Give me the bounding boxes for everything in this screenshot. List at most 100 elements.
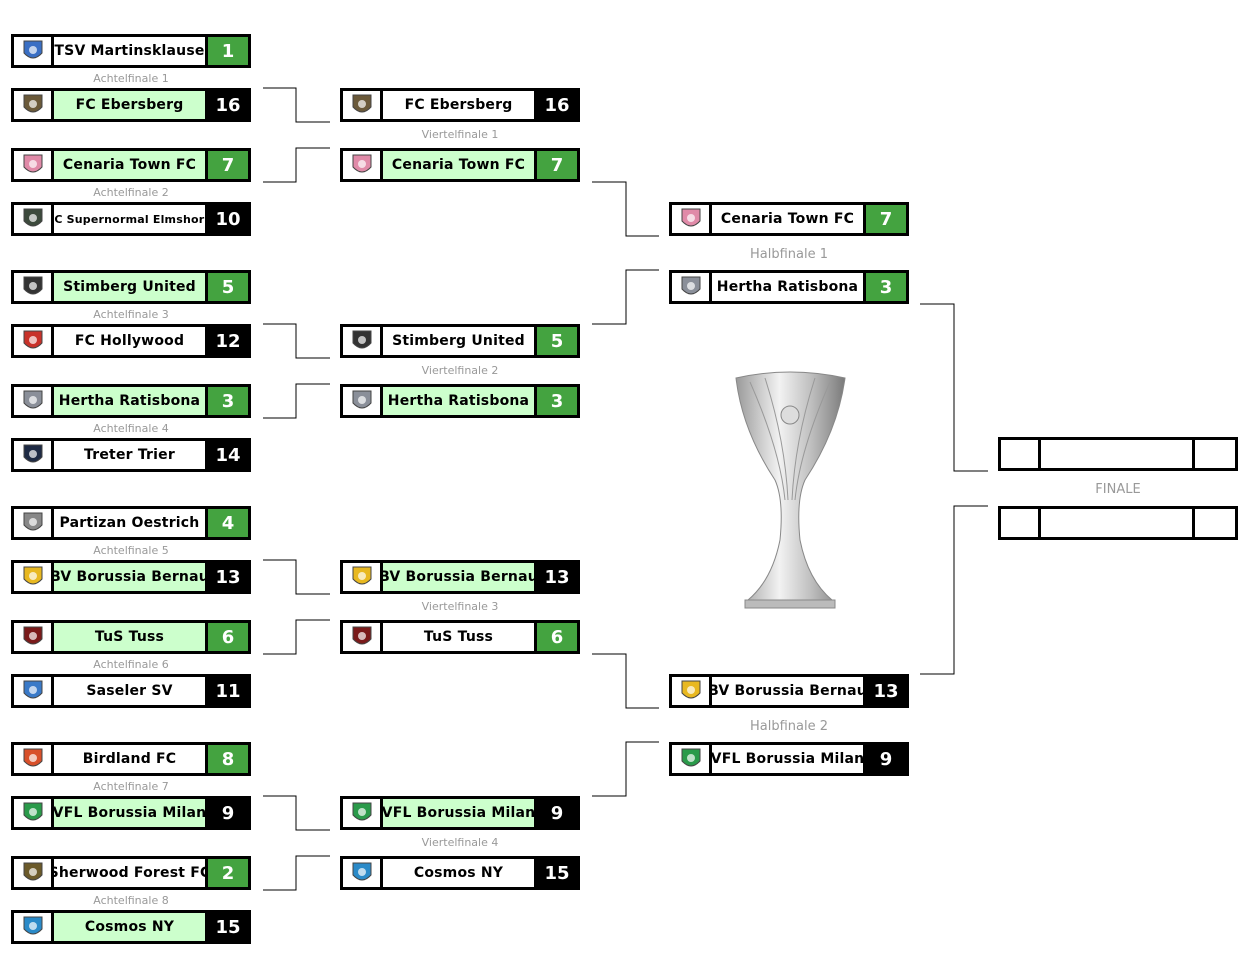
team-score: 9 [534,799,577,827]
team-logo-icon [343,387,383,415]
team-slot[interactable] [998,437,1238,471]
team-name: TuS Tuss [54,623,205,651]
team-name: Cosmos NY [54,913,205,941]
team-score: 16 [534,91,577,119]
team-name [1041,440,1192,468]
connector-line [920,505,988,675]
team-name: FC Ebersberg [54,91,205,119]
connector-line [592,269,659,325]
match-label: Achtelfinale 4 [93,422,169,435]
team-score: 9 [205,799,248,827]
team-logo-icon [14,91,54,119]
team-slot[interactable] [998,506,1238,540]
team-name: VFL Borussia Milan [54,799,205,827]
connector-line [592,741,659,797]
match-label: Achtelfinale 8 [93,894,169,907]
team-logo-icon [14,205,54,233]
team-name: Partizan Oestrich [59,515,200,531]
team-name: Cosmos NY [413,865,504,881]
team-score: 2 [205,859,248,887]
team-slot[interactable]: Treter Trier 14 [11,438,251,472]
match-label: Halbfinale 1 [749,247,828,262]
team-logo-icon [672,677,712,705]
team-logo-icon [14,623,54,651]
team-logo-icon [343,623,383,651]
team-logo-icon [672,273,712,301]
team-name: Hertha Ratisbona [54,387,205,415]
connector-line [263,383,330,419]
match-label: Achtelfinale 5 [93,544,169,557]
team-name: Sherwood Forest FC [54,865,205,881]
team-score [1192,509,1235,537]
team-slot[interactable]: FC Ebersberg 16 [340,88,580,122]
team-name: FC Ebersberg [404,97,513,113]
team-name: BV Borussia Bernau [54,563,205,591]
team-name: VFL Borussia Milan [712,751,863,767]
match-label: FINALE [1095,482,1141,497]
team-name: Cenaria Town FC [383,151,534,179]
team-score: 10 [205,205,248,233]
team-logo-icon [14,745,54,773]
team-score: 3 [863,273,906,301]
team-logo-icon [343,151,383,179]
team-logo-icon [343,327,383,355]
team-score: 9 [863,745,906,773]
team-logo-icon [343,563,383,591]
team-name: Treter Trier [84,447,175,463]
team-name [1041,509,1192,537]
team-score: 13 [205,563,248,591]
team-score: 13 [863,677,906,705]
match-label: Achtelfinale 1 [93,72,169,85]
connector-line [263,855,330,891]
team-name: Stimberg United [54,273,205,301]
team-score: 14 [205,441,248,469]
team-name: BV Borussia Bernau [383,563,534,591]
team-name: TSV Martinsklause [54,43,205,59]
team-logo-icon [14,509,54,537]
team-name: Saseler SV [86,683,173,699]
team-name: Birdland FC [82,751,177,767]
team-logo-icon [14,677,54,705]
team-logo-icon [14,913,54,941]
team-name: FC Hollywood [74,333,185,349]
team-score: 16 [205,91,248,119]
team-name: Hertha Ratisbona [383,387,534,415]
team-score: 3 [205,387,248,415]
team-score: 1 [205,37,248,65]
team-score: 7 [534,151,577,179]
team-score: 7 [205,151,248,179]
match-label: Viertelfinale 3 [421,600,499,613]
connector-line [920,303,988,472]
connector-line [263,323,330,359]
team-name: Stimberg United [392,333,525,349]
team-score: 7 [863,205,906,233]
team-logo-icon [14,387,54,415]
